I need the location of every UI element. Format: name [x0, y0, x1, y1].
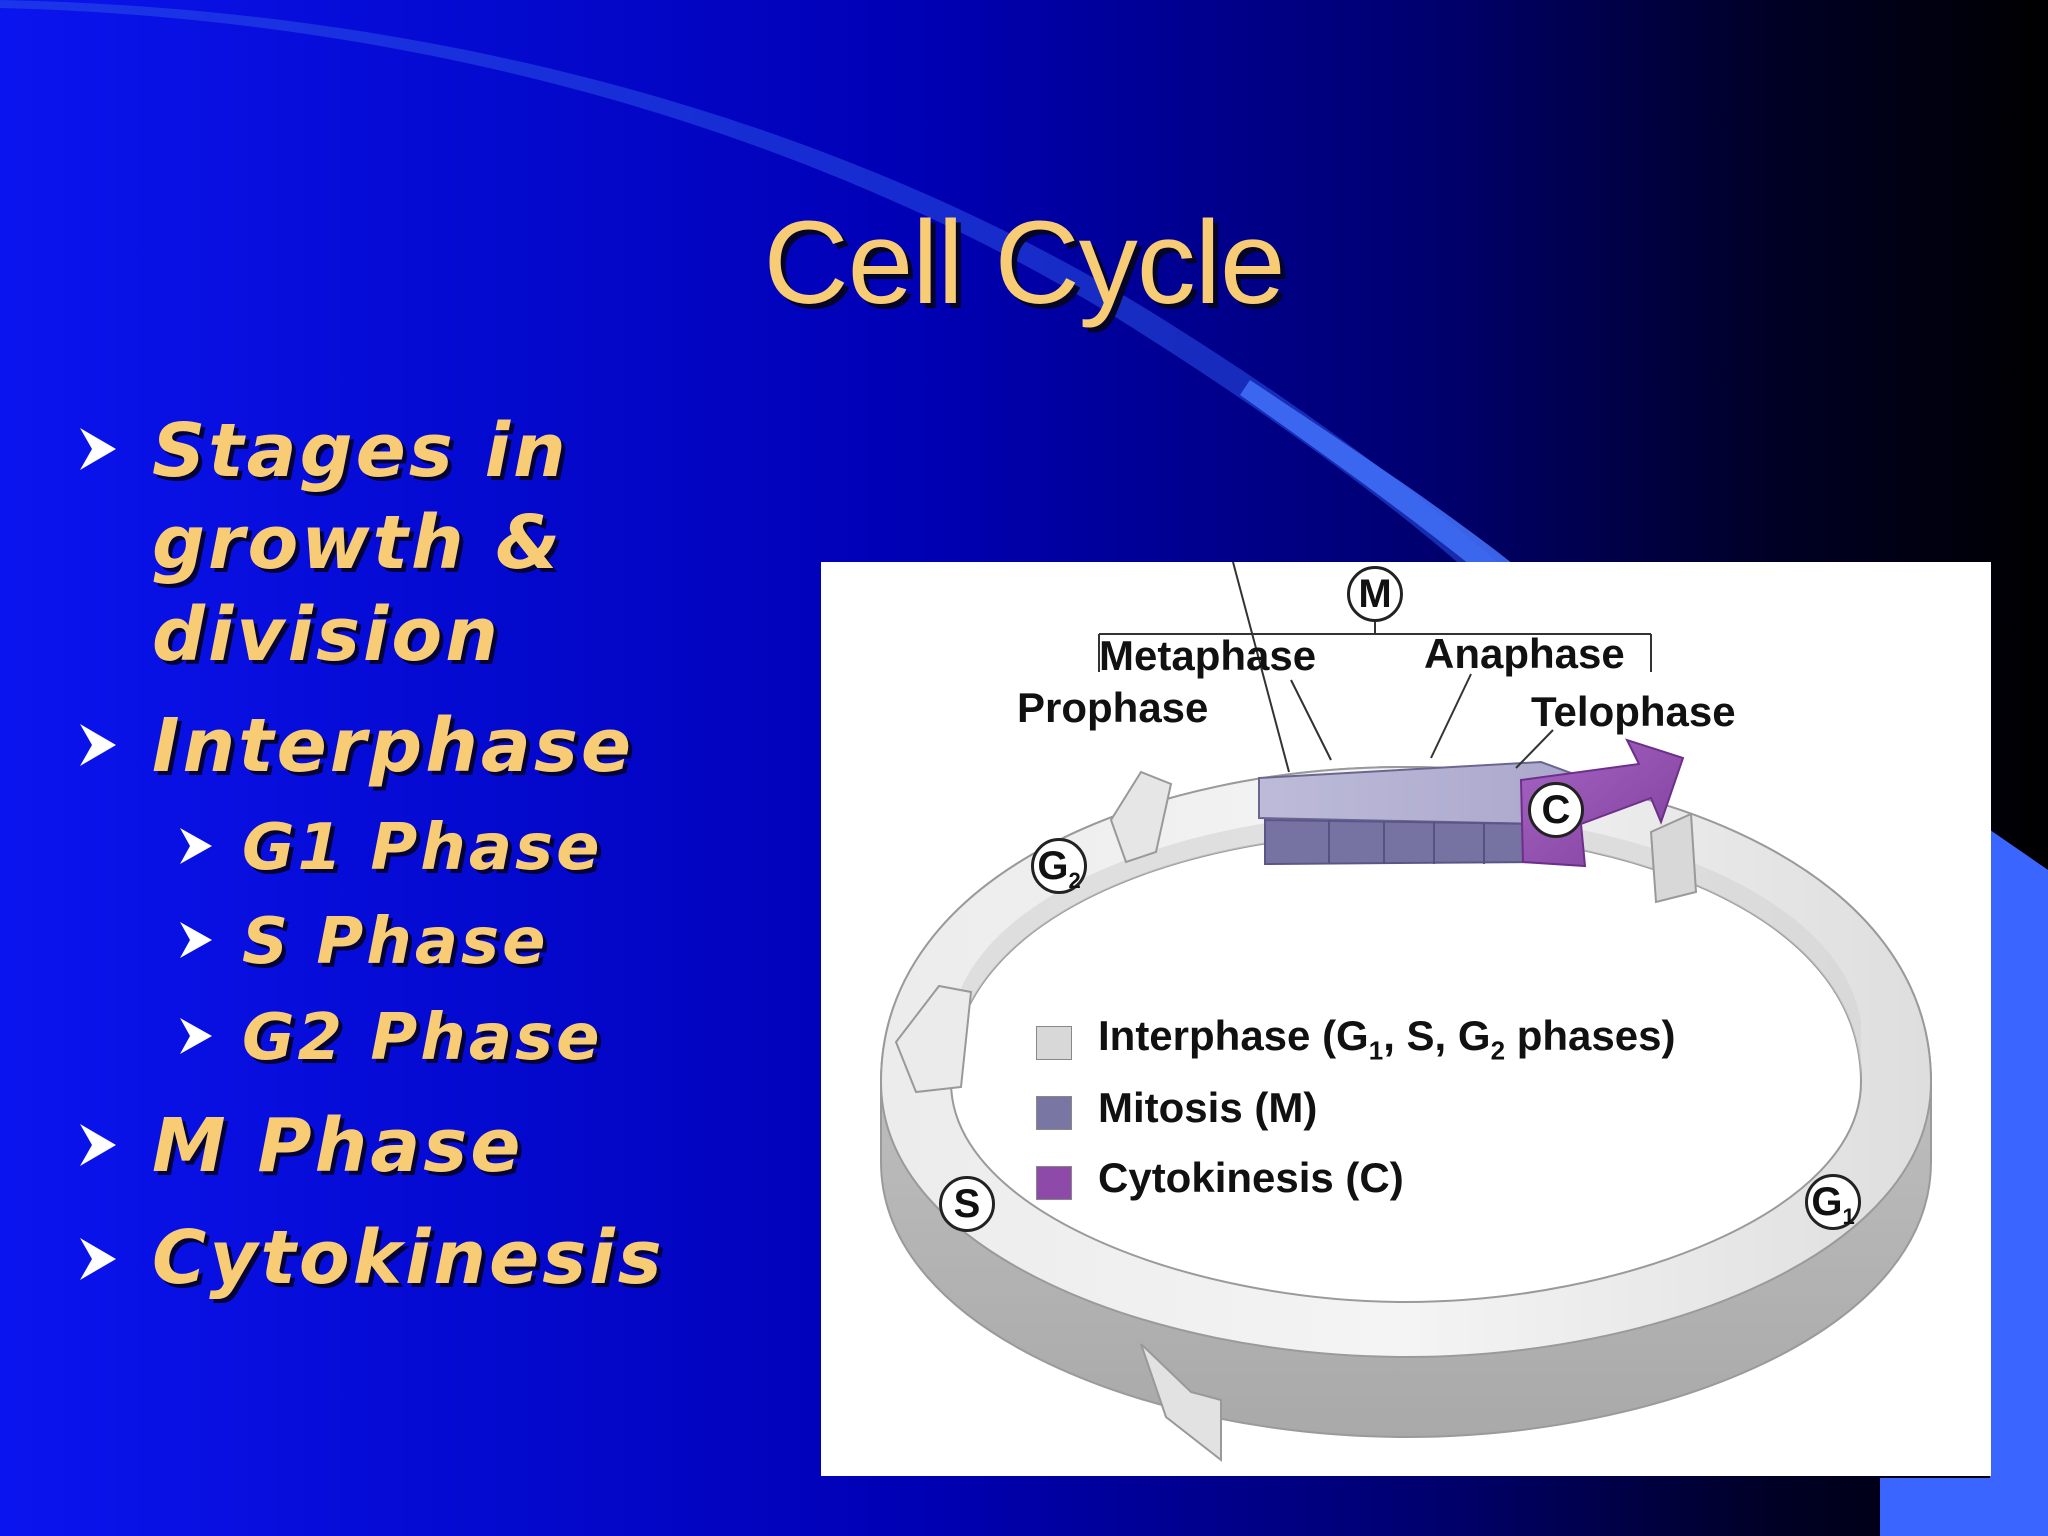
mitosis-block-front — [1264, 818, 1542, 866]
legend-swatch-cytokinesis — [1036, 1166, 1072, 1200]
bullet-m-phase: M Phase — [152, 1103, 524, 1189]
g2-circle-subscript: 2 — [1068, 868, 1081, 893]
legend-interphase-sub: 2 — [1490, 1035, 1506, 1066]
s-circle-label: S — [939, 1176, 995, 1232]
legend-interphase-part: phases) — [1505, 1012, 1676, 1059]
bullet-text-line: growth & — [152, 500, 564, 586]
legend-cytokinesis-text: Cytokinesis (C) — [1098, 1154, 1404, 1201]
cell-cycle-diagram: M C G2 S G1 Metaphase Anaphase Prophase … — [821, 562, 1991, 1476]
s-circle-text: S — [953, 1182, 981, 1226]
bullet-g2-phase: G2 Phase — [242, 1001, 603, 1075]
legend-swatch-mitosis — [1036, 1096, 1072, 1130]
arrow-bullet-icon — [80, 1124, 116, 1166]
g1-circle-label: G1 — [1805, 1174, 1861, 1230]
ring-segment-divider-right — [1649, 812, 1698, 904]
legend-mitosis-text: Mitosis (M) — [1098, 1084, 1318, 1131]
legend-interphase-sub: 1 — [1368, 1035, 1384, 1066]
ring-arrow-joint-left — [894, 984, 973, 1094]
arrow-bullet-icon — [80, 1238, 116, 1280]
cell-cycle-ring-graphic — [879, 562, 1933, 1463]
anaphase-label: Anaphase — [1424, 630, 1625, 677]
telophase-label: Telophase — [1531, 688, 1736, 735]
bullet-text-line: division — [152, 592, 501, 678]
legend-interphase-part: Interphase (G — [1098, 1012, 1369, 1059]
metaphase-label: Metaphase — [1099, 632, 1317, 679]
arrow-bullet-icon — [180, 828, 212, 864]
arrow-bullet-icon — [80, 428, 116, 470]
g1-circle-text: G — [1811, 1180, 1843, 1224]
arrow-bullet-icon — [180, 922, 212, 958]
mitosis-circle-text: M — [1358, 572, 1392, 616]
ring-arrow-joint-g2 — [1109, 770, 1173, 864]
arrow-bullet-icon — [180, 1018, 212, 1054]
g2-circle-label: G2 — [1031, 838, 1087, 894]
bullet-stages: Stages in growth & division — [152, 405, 569, 681]
g1-circle-subscript: 1 — [1842, 1204, 1855, 1229]
prophase-label: Prophase — [1017, 684, 1209, 731]
bullet-cytokinesis: Cytokinesis — [152, 1215, 665, 1301]
slide-title: Cell Cycle — [763, 197, 1285, 329]
legend-interphase-text: Interphase (G1, S, G2 phases) — [1098, 1012, 1675, 1066]
bullet-text-line: Stages in — [152, 408, 569, 494]
mitosis-circle-label: M — [1347, 566, 1403, 622]
g2-circle-text: G — [1037, 844, 1069, 888]
cytokinesis-circle-label: C — [1528, 782, 1584, 838]
legend-interphase-part: , S, G — [1383, 1012, 1491, 1059]
bullet-s-phase: S Phase — [242, 905, 549, 979]
ring-arrow-joint-bottom — [1140, 1343, 1222, 1463]
legend-swatch-interphase — [1036, 1026, 1072, 1060]
bullet-g1-phase: G1 Phase — [242, 811, 603, 885]
arrow-bullet-icon — [80, 724, 116, 766]
ring-inner-hole — [949, 830, 1863, 1304]
bullet-interphase: Interphase — [152, 703, 635, 789]
cytokinesis-circle-text: C — [1541, 788, 1571, 832]
